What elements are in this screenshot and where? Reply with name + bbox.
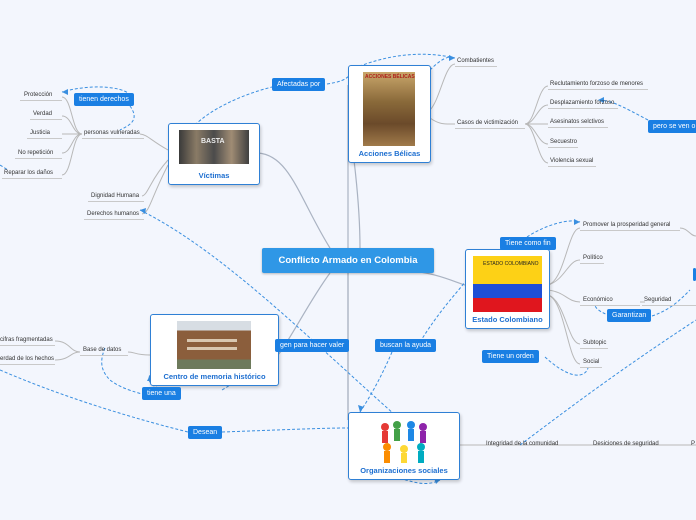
connector-tienen-derechos[interactable]: tienen derechos [74, 93, 134, 106]
underline-no-repeticion [15, 158, 62, 159]
memoria-building-image [177, 321, 251, 369]
underline-economico [580, 305, 640, 306]
acciones-caption: Acciones Bélicas [358, 149, 421, 158]
central-topic-label: Conflicto Armado en Colombia [278, 255, 418, 266]
label-cifras-fragmentadas[interactable]: cifras fragmentadas [0, 337, 53, 343]
acciones-poster-text: ACCIONES BÉLICAS [365, 74, 415, 80]
node-victimas[interactable]: BASTA Víctimas [168, 123, 260, 185]
underline-proteccion [20, 100, 62, 101]
label-verdad-hechos[interactable]: erdad de los hechos [0, 356, 55, 362]
connector-afectadas-por[interactable]: Afectadas por [272, 78, 326, 91]
memoria-caption: Centro de memoria histórico [163, 372, 266, 381]
victimas-image: BASTA [179, 130, 249, 164]
connector-offscreen-right[interactable] [693, 268, 696, 281]
underline-social [580, 367, 602, 368]
connector-buscan-la-ayuda[interactable]: buscan la ayuda [375, 339, 436, 352]
node-acciones-belicas[interactable]: ACCIONES BÉLICAS Acciones Bélicas [348, 65, 431, 163]
connector-pero-se-ven[interactable]: pero se ven o [648, 120, 696, 133]
label-desplazamiento[interactable]: Desplazamiento forzoso [550, 100, 615, 106]
colombia-flag-image: ESTADO COLOMBIANO [473, 256, 542, 312]
underline-reclutamiento [548, 89, 648, 90]
label-combatientes[interactable]: Combatientes [457, 58, 495, 64]
label-casos-victimizacion[interactable]: Casos de victimización [457, 120, 519, 126]
connector-gen-para-hacer-valer[interactable]: gen para hacer valer [275, 339, 350, 352]
organizaciones-caption: Organizaciones sociales [360, 466, 448, 475]
underline-seguridad [642, 305, 696, 306]
flag-text: ESTADO COLOMBIANO [483, 261, 539, 267]
underline-base-datos [80, 355, 128, 356]
label-secuestro[interactable]: Secuestro [550, 139, 578, 145]
label-integridad-comunidad[interactable]: Integridad de la comunidad [486, 441, 559, 447]
label-verdad[interactable]: Verdad [33, 111, 53, 117]
underline-promover [580, 230, 680, 231]
label-justicia[interactable]: Justicia [30, 130, 51, 136]
label-proteccion[interactable]: Protección [24, 92, 53, 98]
underline-secuestro [548, 147, 578, 148]
underline-casos [455, 128, 525, 129]
victimas-caption: Víctimas [198, 171, 230, 180]
label-base-datos[interactable]: Base de datos [83, 347, 122, 353]
label-economico[interactable]: Económico [583, 297, 613, 303]
acciones-poster-image: ACCIONES BÉLICAS [363, 72, 415, 146]
underline-derechos [84, 219, 144, 220]
underline-combatientes [455, 66, 497, 67]
label-no-repeticion[interactable]: No repetición [18, 150, 54, 156]
node-organizaciones-sociales[interactable]: Organizaciones sociales [348, 412, 460, 480]
label-dignidad-humana[interactable]: Dignidad Humana [91, 193, 140, 199]
label-promover-prosperidad[interactable]: Promover la prosperidad general [583, 222, 671, 228]
central-topic[interactable]: Conflicto Armado en Colombia [262, 248, 434, 273]
underline-cifras [0, 345, 55, 346]
underline-reparar [2, 178, 62, 179]
connector-tiene-como-fin[interactable]: Tiene como fin [500, 237, 556, 250]
label-subtopic[interactable]: Subtopic [583, 340, 607, 346]
underline-verdad [30, 119, 62, 120]
estado-caption: Estado Colombiano [472, 315, 543, 324]
label-seguridad[interactable]: Seguridad [644, 297, 672, 303]
underline-politico [580, 263, 604, 264]
underline-subtopic [580, 348, 608, 349]
label-desiciones-seguridad[interactable]: Desiciones de seguridad [593, 441, 659, 447]
label-violencia-sexual[interactable]: Violencia sexual [550, 158, 594, 164]
label-derechos-humanos[interactable]: Derechos humanos [87, 211, 140, 217]
underline-violencia [548, 166, 596, 167]
node-centro-memoria[interactable]: Centro de memoria histórico [150, 314, 279, 386]
underline-verdad-hechos [0, 364, 55, 365]
label-asesinatos[interactable]: Asesinatos selctivos [550, 119, 605, 125]
node-estado-colombiano[interactable]: ESTADO COLOMBIANO Estado Colombiano [465, 249, 550, 329]
connector-garantizan[interactable]: Garantizan [607, 309, 652, 322]
underline-dignidad [88, 201, 144, 202]
people-circle-image [375, 419, 433, 463]
label-p-cut[interactable]: P [691, 441, 696, 447]
underline-justicia [27, 138, 62, 139]
people-circle-icon [381, 421, 427, 463]
underline-desplazamiento [548, 108, 618, 109]
label-reparar[interactable]: Reparar los daños [4, 170, 54, 176]
connector-tiene-una[interactable]: tiene una [142, 387, 181, 400]
underline-personas [82, 138, 144, 139]
connector-desean[interactable]: Desean [188, 426, 223, 439]
label-reclutamiento[interactable]: Reclutamiento forzoso de menores [550, 81, 644, 87]
label-politico[interactable]: Político [583, 255, 603, 261]
connector-tiene-un-orden[interactable]: Tiene un orden [482, 350, 539, 363]
underline-asesinatos [548, 127, 608, 128]
label-social[interactable]: Social [583, 359, 600, 365]
victimas-image-text: BASTA [201, 138, 225, 145]
label-personas-vulneradas[interactable]: personas vulneradas [84, 130, 140, 136]
